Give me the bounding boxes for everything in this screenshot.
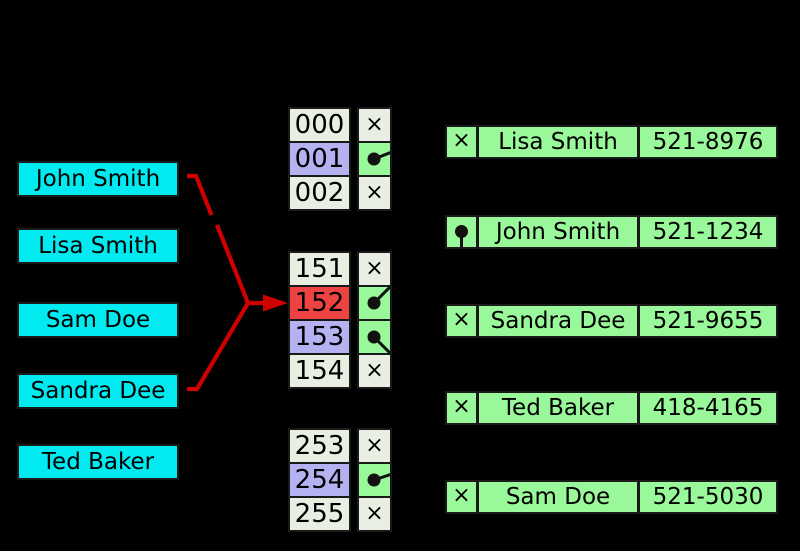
bucket-index-154: 154 [288,353,351,389]
entry-next-cell: × [445,480,478,514]
collision-arrowhead-icon [263,294,288,312]
bucket-slot-000: × [357,107,392,143]
bucket-row: 151 × [288,251,392,287]
pointer-dot-icon [367,473,390,487]
entry-next-cell: × [445,304,478,338]
empty-cross-icon: × [365,179,384,205]
empty-cross-icon: × [365,500,384,526]
bucket-index-254: 254 [288,462,351,498]
empty-cross-icon: × [365,432,384,458]
entry-name: Sandra Dee [477,304,639,338]
bucket-slot-253: × [357,428,392,464]
entry-row-ted-baker: × Ted Baker 418-4165 [445,391,778,425]
entry-phone: 521-1234 [638,215,778,249]
bucket-row: 154 × [288,353,392,389]
bucket-slot-153 [357,319,392,355]
empty-cross-icon: × [452,307,471,332]
bucket-slot-152 [357,285,392,321]
collision-arrow-john-smith [187,173,250,304]
bucket-slot-255: × [357,496,392,532]
empty-cross-icon: × [365,255,384,281]
entry-row-lisa-smith: × Lisa Smith 521-8976 [445,125,778,159]
entry-next-cell [445,215,478,249]
key-label: Lisa Smith [38,232,158,259]
bucket-row: 000 × [288,107,392,143]
bucket-slot-154: × [357,353,392,389]
pointer-dot-icon [367,287,390,310]
bucket-row: 001 [288,141,392,177]
pointer-dot-icon [367,330,390,353]
bucket-row: 253 × [288,428,392,464]
collision-arrow-sandra-dee [187,301,250,392]
bucket-index-253: 253 [288,428,351,464]
entry-row-sandra-dee: × Sandra Dee 521-9655 [445,304,778,338]
bucket-slot-002: × [357,175,392,211]
empty-cross-icon: × [365,111,384,137]
key-box-lisa-smith: Lisa Smith [17,228,179,264]
bucket-slot-151: × [357,251,392,287]
empty-cross-icon: × [452,128,471,153]
entry-phone: 521-9655 [638,304,778,338]
entry-phone: 418-4165 [638,391,778,425]
entry-name: Ted Baker [477,391,639,425]
entry-phone: 521-5030 [638,480,778,514]
bucket-row: 255 × [288,496,392,532]
bucket-index-151: 151 [288,251,351,287]
bucket-index-255: 255 [288,496,351,532]
entry-name: John Smith [477,215,639,249]
entry-next-cell: × [445,391,478,425]
empty-cross-icon: × [452,394,471,419]
bucket-index-000: 000 [288,107,351,143]
key-box-john-smith: John Smith [17,161,179,197]
key-box-sandra-dee: Sandra Dee [17,373,179,409]
entry-name: Lisa Smith [477,125,639,159]
key-label: Ted Baker [41,448,155,475]
key-label: Sandra Dee [30,377,166,404]
entry-next-cell: × [445,125,478,159]
key-label: John Smith [35,165,161,192]
bucket-index-152: 152 [288,285,351,321]
empty-cross-icon: × [452,483,471,508]
bucket-index-002: 002 [288,175,351,211]
bucket-slot-001 [357,141,392,177]
key-box-ted-baker: Ted Baker [17,444,179,480]
bucket-row: 002 × [288,175,392,211]
empty-cross-icon: × [365,357,384,383]
pointer-dot-icon [455,225,468,247]
pointer-dot-icon [367,151,390,166]
key-box-sam-doe: Sam Doe [17,302,179,338]
entry-row-john-smith: John Smith 521-1234 [445,215,778,249]
bucket-index-001: 001 [288,141,351,177]
bucket-row: 153 [288,319,392,355]
bucket-row: 152 [288,285,392,321]
key-label: Sam Doe [45,306,151,333]
bucket-index-153: 153 [288,319,351,355]
entry-phone: 521-8976 [638,125,778,159]
entry-name: Sam Doe [477,480,639,514]
bucket-slot-254 [357,462,392,498]
bucket-row: 254 [288,462,392,498]
entry-row-sam-doe: × Sam Doe 521-5030 [445,480,778,514]
